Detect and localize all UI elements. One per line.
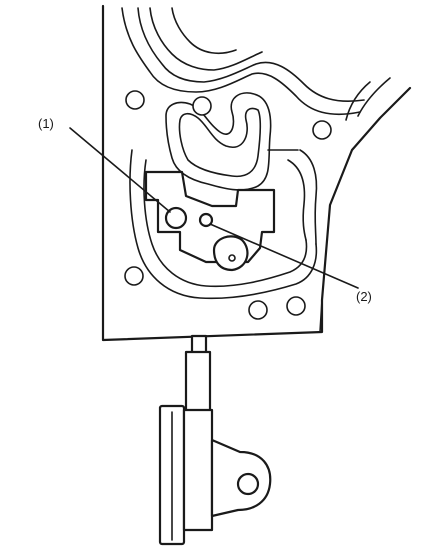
leader-line-1 <box>69 127 171 213</box>
callout-label-2: (2) <box>356 289 372 304</box>
valve-block <box>144 170 276 264</box>
bolt-hole <box>124 266 144 286</box>
callout-leaders <box>69 127 359 289</box>
actuator-clamp <box>158 404 272 546</box>
bolt-hole <box>248 300 268 320</box>
port-1 <box>164 206 188 230</box>
fluid-passages <box>121 7 391 300</box>
spool-plug <box>212 235 249 272</box>
bolt-hole <box>286 296 306 316</box>
callout-label-1: (1) <box>38 116 54 131</box>
bolt-hole <box>125 90 145 110</box>
connecting-rod <box>184 334 212 414</box>
bolt-hole <box>192 96 212 116</box>
port-2 <box>198 212 214 228</box>
bolt-holes <box>124 90 332 320</box>
valve-body-plate <box>101 4 412 342</box>
bolt-hole <box>312 120 332 140</box>
clamp-bolt-hole <box>236 472 260 496</box>
leader-line-2 <box>209 223 359 289</box>
ports <box>164 206 214 230</box>
